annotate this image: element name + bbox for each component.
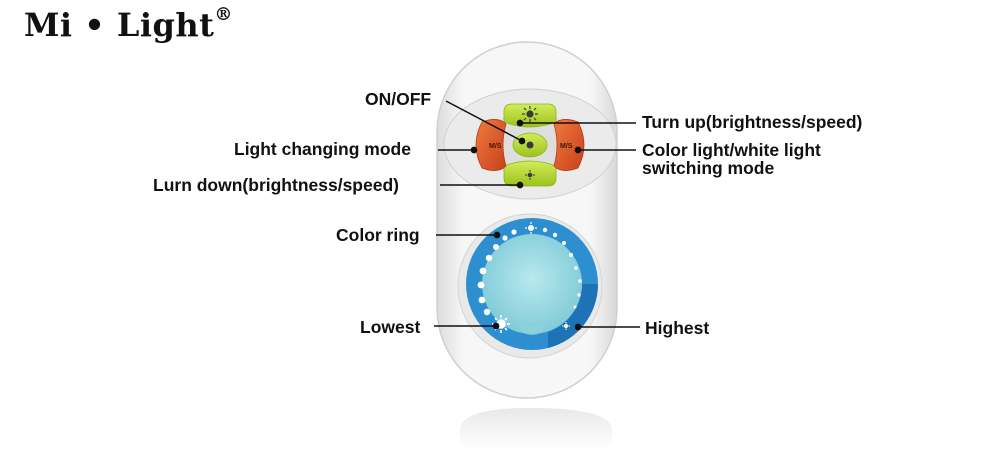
brand-logo: Mi • Light® <box>24 4 233 44</box>
brand-separator: • <box>84 6 106 44</box>
color-ring-center <box>482 234 582 334</box>
label-color-white-line2: switching mode <box>642 158 775 178</box>
left-mode-glyph: M/S <box>489 143 502 150</box>
ring-dots <box>477 227 582 316</box>
power-icon <box>526 141 534 149</box>
sun-icon <box>522 106 538 122</box>
dim-sun-icon <box>525 170 535 180</box>
registered-mark: ® <box>214 4 233 25</box>
label-turn-down: Lurn down(brightness/speed) <box>153 175 399 195</box>
brand-name-right: Light <box>116 6 215 44</box>
label-color-ring: Color ring <box>336 225 420 245</box>
callout-lines <box>434 100 640 331</box>
label-color-white-line1: Color light/white light <box>642 140 821 160</box>
label-lowest: Lowest <box>360 317 421 337</box>
brand-name-left: Mi <box>24 6 73 44</box>
on-off-button[interactable] <box>512 132 548 158</box>
label-light-changing-mode: Light changing mode <box>234 139 411 159</box>
turn-down-button[interactable] <box>503 160 557 187</box>
light-changing-mode-button[interactable]: M/S <box>475 119 507 171</box>
color-white-switch-button[interactable]: M/S <box>553 119 585 171</box>
turn-up-button[interactable] <box>503 103 557 128</box>
label-turn-up: Turn up(brightness/speed) <box>642 112 863 132</box>
label-on-off: ON/OFF <box>365 89 432 109</box>
highest-sun-icon <box>562 322 570 330</box>
right-mode-glyph: M/S <box>560 143 573 150</box>
remote-reflection <box>460 408 612 450</box>
label-highest: Highest <box>645 318 710 338</box>
ring-top-sun-icon <box>525 222 537 234</box>
